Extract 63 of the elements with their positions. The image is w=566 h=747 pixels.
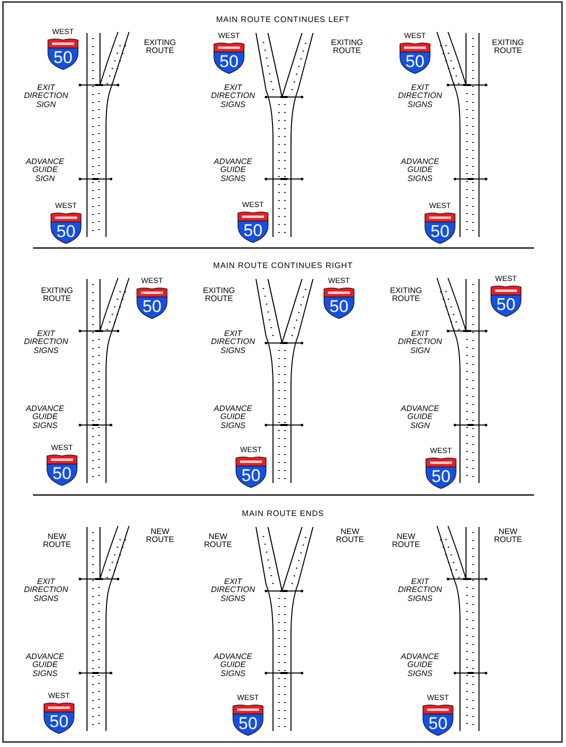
- sign-label: EXIT DIRECTION SIGNS: [398, 84, 442, 110]
- sign-label: ADVANCE GUIDE SIGNS: [400, 653, 440, 678]
- sign-label: EXIT DIRECTION SIGNS: [211, 578, 255, 604]
- route-label: EXITING ROUTE: [331, 39, 363, 56]
- section-heading: MAIN ROUTE CONTINUES LEFT: [216, 16, 350, 24]
- route-number: 50: [430, 468, 452, 486]
- sign-label: EXIT DIRECTION SIGNS: [24, 578, 68, 604]
- route-number: 50: [238, 715, 258, 733]
- section-heading: MAIN ROUTE ENDS: [242, 510, 324, 518]
- route-number: 50: [52, 49, 74, 67]
- sign-label: ADVANCE GUIDE SIGNS: [214, 158, 252, 184]
- route-shield: [213, 41, 245, 74]
- sign-label: EXIT DIRECTION SIGNS: [211, 84, 255, 110]
- sign-label: ADVANCE GUIDE SIGNS: [26, 405, 64, 430]
- sign-label: ADVANCE GUIDE SIGNS: [400, 158, 440, 184]
- route-shield: [237, 210, 269, 243]
- sign-label: EXIT DIRECTION SIGN: [398, 330, 442, 356]
- sign-label: EXIT DIRECTION SIGNS: [398, 578, 442, 604]
- route-shield: [232, 703, 264, 736]
- route-label: EXITING ROUTE: [203, 287, 235, 304]
- route-number: 50: [48, 713, 70, 731]
- route-label: EXITING ROUTE: [144, 39, 176, 56]
- route-shield: [323, 286, 355, 319]
- route-shield: [235, 455, 267, 488]
- route-shield: [46, 453, 78, 486]
- route-shield: [490, 284, 522, 317]
- sign-label: ADVANCE GUIDE SIGNS: [26, 653, 64, 678]
- route-label: NEW ROUTE: [494, 528, 522, 545]
- route-shield: [425, 456, 457, 489]
- sign-label: ADVANCE GUIDE SIGNS: [214, 405, 252, 430]
- route-shield: [50, 211, 82, 244]
- route-number: 50: [404, 53, 426, 71]
- sign-label: ADVANCE GUIDE SIGNS: [214, 653, 252, 678]
- route-number: 50: [430, 223, 450, 241]
- route-number: 50: [142, 298, 162, 316]
- route-label: NEW ROUTE: [336, 528, 364, 545]
- route-label: NEW ROUTE: [392, 533, 420, 550]
- route-number: 50: [428, 715, 448, 733]
- route-number: 50: [56, 223, 76, 241]
- route-shield: [43, 701, 75, 734]
- sign-label: ADVANCE GUIDE SIGN: [400, 405, 440, 430]
- route-number: 50: [52, 465, 72, 483]
- route-number: 50: [218, 53, 240, 71]
- sign-label: EXIT DIRECTION SIGNS: [24, 330, 68, 356]
- route-shield: [47, 37, 79, 70]
- sign-label: EXIT DIRECTION SIGNS: [211, 330, 255, 356]
- route-label: NEW ROUTE: [146, 528, 174, 545]
- route-shield: [136, 286, 168, 319]
- route-number: 50: [328, 298, 350, 316]
- section-heading: MAIN ROUTE CONTINUES RIGHT: [213, 262, 353, 270]
- route-number: 50: [242, 222, 264, 240]
- route-label: NEW ROUTE: [43, 533, 71, 550]
- route-label: NEW ROUTE: [204, 533, 232, 550]
- route-number: 50: [240, 467, 262, 485]
- route-label: EXITING ROUTE: [390, 287, 422, 304]
- route-shield: [399, 41, 431, 74]
- route-label: EXITING ROUTE: [41, 287, 73, 304]
- sign-label: ADVANCE GUIDE SIGN: [26, 158, 64, 184]
- route-label: EXITING ROUTE: [492, 39, 524, 56]
- route-shield: [422, 703, 454, 736]
- route-shield: [424, 211, 456, 244]
- route-number: 50: [496, 296, 516, 314]
- sign-label: EXIT DIRECTION SIGN: [24, 84, 68, 110]
